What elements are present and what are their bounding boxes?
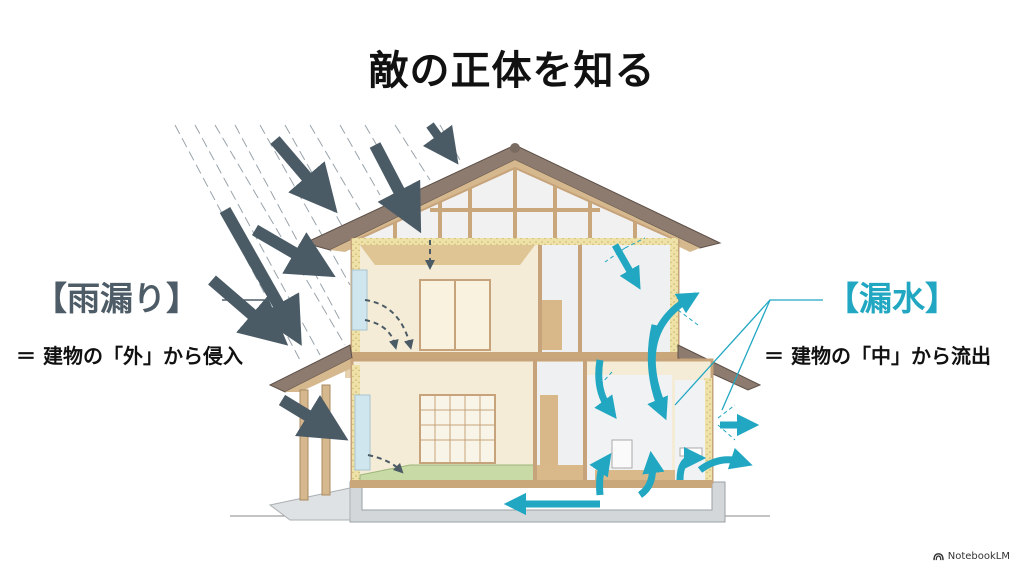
leak-arrows	[503, 243, 760, 516]
brand-name: NotebookLM	[947, 551, 1010, 562]
rain-leak-description: ＝ 建物の「外」から侵入	[16, 344, 243, 368]
water-leak-description: ＝ 建物の「中」から流出	[764, 344, 991, 368]
brand-watermark: NotebookLM	[933, 551, 1010, 562]
page-title: 敵の正体を知る	[368, 48, 656, 94]
water-leak-heading: 【漏水】	[826, 279, 958, 318]
callout-lines-right	[674, 299, 823, 411]
notebooklm-logo-icon	[933, 553, 944, 561]
rain-leak-heading: 【雨漏り】	[34, 279, 199, 318]
rain-arrows	[208, 122, 459, 441]
